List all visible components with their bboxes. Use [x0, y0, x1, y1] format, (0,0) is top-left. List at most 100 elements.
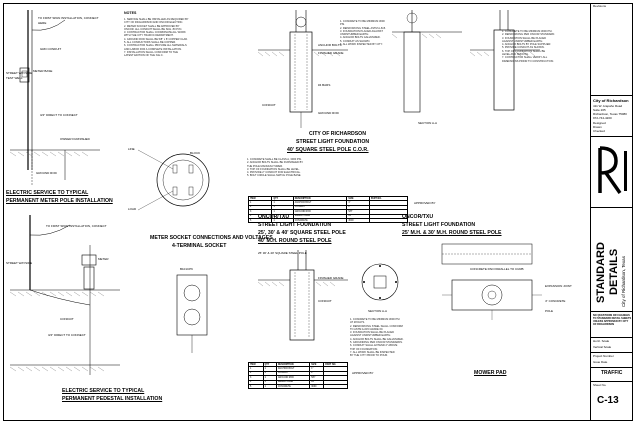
oncor-round-title-2: STREET LIGHT FOUNDATION [402, 222, 476, 228]
label: CONDUIT [262, 103, 276, 107]
disclaimer: NO QUESTIONS OR CHANGES TO STANDARD DETA… [593, 314, 632, 326]
horiz-scale-label: Horiz. Scale [593, 339, 610, 343]
meter-pole-title-1: ELECTRIC SERVICE TO TYPICAL [6, 190, 89, 196]
table-cell [323, 383, 348, 390]
label: 4" CONCRETE [545, 299, 566, 303]
address-line: Suite 205 [593, 108, 606, 112]
meter-socket-title-2: 4-TERMINAL SOCKET [172, 243, 227, 249]
divider [591, 311, 633, 312]
label: LINE [128, 147, 135, 151]
cor-title-2: STREET LIGHT FOUNDATION [296, 139, 370, 145]
oncor-square-title-2: STREET LIGHT FOUNDATION [258, 222, 332, 228]
notes-text: 1. CONCRETE TO BE MINIMUM 3000 PSI. 2. R… [340, 20, 386, 47]
sheet-number: C-13 [597, 395, 619, 406]
table-cell [368, 217, 409, 224]
label: B101CP6 [180, 267, 193, 271]
notes-text: 1. CONCRETE TO BE MINIMUM 3000 PSI AT 28… [350, 318, 404, 358]
big-title-1: STANDARD [595, 242, 607, 303]
pedestal-drawing [9, 215, 120, 375]
oncor-square-drawing [257, 250, 348, 341]
cor-section-drawing [391, 10, 462, 113]
subtitle: City of Richardson, Texas [621, 256, 626, 307]
label: CONDUIT [60, 317, 74, 321]
notes-text: 1. SERVICE SHALL BE INSTALLED AS REQUIRE… [124, 18, 189, 58]
cor-title-1: CITY OF RICHARDSON [309, 131, 366, 137]
label: LOAD [128, 207, 137, 211]
phone: 972-744-4200 [593, 116, 612, 120]
city-logo [598, 146, 627, 195]
approval-stamp: APPROVED BY [352, 371, 374, 375]
table-cell: 1 [262, 383, 277, 390]
divider [591, 207, 633, 208]
divider [591, 95, 633, 96]
drawn-label: Drawn [593, 125, 602, 129]
label: 25' 30' & 40' SQUARE STEEL POLE [258, 251, 307, 255]
mower-pad-drawing [441, 243, 542, 320]
socket-detail-drawing [176, 274, 208, 353]
label: FINISHED GRADE [318, 51, 344, 55]
label: OWNER FURNISHED [60, 137, 90, 141]
project-number-label: Project Number [593, 354, 614, 358]
label: TEST WELL [6, 76, 23, 80]
address-line: 411 W. Arapaho Road [593, 104, 623, 108]
meter-socket-title-1: METER SOCKET CONNECTIONS AND VOLTAGES [150, 235, 273, 241]
label: CONCRETE PAD PARALLEL TO CURB [470, 267, 524, 271]
table-cell: 5 [248, 383, 264, 390]
label: STREET WAYSIDE [6, 261, 33, 265]
label: BLOCK [190, 151, 201, 155]
label: POLE [545, 309, 554, 313]
label: TO FIRST SPAN INSTALLATION, CONNECT [46, 224, 107, 228]
meter-socket-drawing [137, 149, 210, 211]
meter-pole-drawing [9, 10, 100, 185]
right-pole-drawing [469, 10, 540, 111]
notes-text: 1. CONCRETE TO BE MINIMUM 3000 PSI. 2. R… [502, 30, 555, 63]
table-cell: 5 [247, 217, 273, 224]
table-cell: 3000 [309, 383, 325, 390]
label: FINISHED GRADE [318, 276, 344, 280]
oncor-square-title-3: 25', 30' & 40' SQUARE STEEL POLE [258, 230, 346, 236]
oncor-square-title-4: 40' M.H. ROUND STEEL POLE [258, 238, 332, 244]
notes-heading: NOTES [124, 11, 137, 15]
oncor-round-title-3: 25' M.H. & 30' M.H. ROUND STEEL POLE [402, 230, 502, 236]
pedestal-title-1: ELECTRIC SERVICE TO TYPICAL [62, 388, 145, 394]
address-line: Richardson, Texas 75080 [593, 112, 627, 116]
label: 3/4" DIRECT TO CONNECT [48, 333, 86, 337]
label: GRD CONDUIT [40, 47, 62, 51]
label: #4 BARS [318, 83, 331, 87]
meter-pole-title-2: PERMANENT METER POLE INSTALLATION [6, 198, 113, 204]
cor-pole-drawing [257, 10, 348, 128]
divider [591, 367, 633, 368]
issue-date-label: Issue Date [593, 360, 608, 364]
label: EXPANSION JOINT [545, 284, 572, 288]
label: HERE [38, 21, 47, 25]
oncor-round-title-1: ONCOR/TXU [402, 214, 434, 220]
cor-title-3: 40' SQUARE STEEL POLE C.O.R. [287, 147, 369, 153]
title-block: Revisions City of Richardson 411 W. Arap… [590, 3, 633, 421]
label: CONDUIT [318, 299, 332, 303]
big-title-2: DETAILS [608, 248, 620, 295]
notes-text: 1. CONCRETE SHALL BE CLASS A, 3000 PSI. … [247, 158, 304, 178]
revisions-label: Revisions [593, 4, 607, 8]
sheet-border [3, 3, 633, 421]
sheet-title: TRAFFIC [601, 370, 623, 376]
divider [591, 337, 633, 338]
oncor-square-section [361, 263, 399, 301]
pedestal-title-2: PERMANENT PEDESTAL INSTALLATION [62, 396, 163, 402]
designed-label: Designed [593, 121, 606, 125]
label: SECTION A-A [368, 309, 388, 313]
city-name: City of Richardson [593, 98, 629, 103]
label: SECTION A-A [418, 121, 438, 125]
divider [591, 381, 633, 382]
mower-pad-title: MOWER PAD [474, 370, 507, 376]
table-cell: 3000 [346, 217, 370, 224]
label: ANCHOR BOLTS [318, 43, 342, 47]
label: 3/4" DIRECT TO CONNECT [40, 113, 78, 117]
divider [591, 352, 633, 353]
vert-scale-label: Vertical Scale [593, 345, 612, 349]
approval-stamp: APPROVED BY [414, 201, 436, 205]
